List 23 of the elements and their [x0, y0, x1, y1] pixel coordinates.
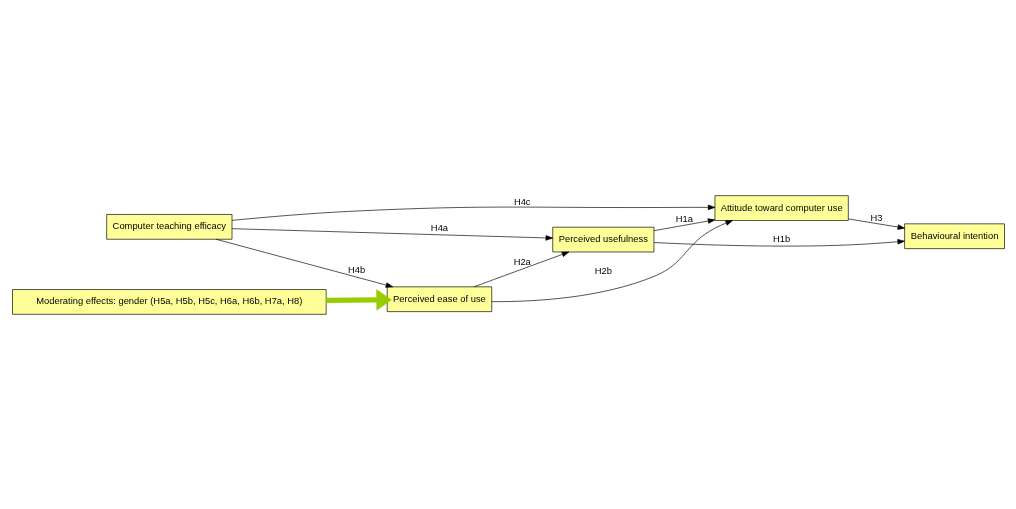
- node-box: Perceived usefulness: [551, 226, 654, 252]
- edge-label: H4c: [513, 196, 531, 207]
- node-box: Behavioural intention: [903, 223, 1005, 249]
- edge-label: H4a: [430, 222, 448, 233]
- node-box: Perceived ease of use: [386, 286, 492, 312]
- edge-label: H2b: [594, 265, 612, 276]
- edge-label: H4b: [347, 264, 365, 275]
- arrow: [847, 218, 905, 230]
- arrow: [231, 227, 553, 241]
- arrow: [231, 204, 715, 221]
- edge-label: H2a: [513, 256, 531, 267]
- arrow: [215, 238, 393, 288]
- arrow: [653, 238, 905, 246]
- edge-label: H3: [869, 212, 882, 223]
- arrow: [473, 251, 569, 287]
- arrow: [325, 288, 392, 311]
- node-box: Computer teaching efficacy: [105, 213, 232, 240]
- node-box: Attitude toward computer use: [714, 194, 849, 221]
- arrow: [653, 217, 715, 231]
- node-box: Moderating effects: gender (H5a, H5b, H5c, H6a, H6b, H7a, H8): [11, 288, 327, 315]
- edge-label: H1b: [772, 233, 790, 244]
- edge-label: H1a: [675, 213, 693, 224]
- arrow: [490, 219, 733, 302]
